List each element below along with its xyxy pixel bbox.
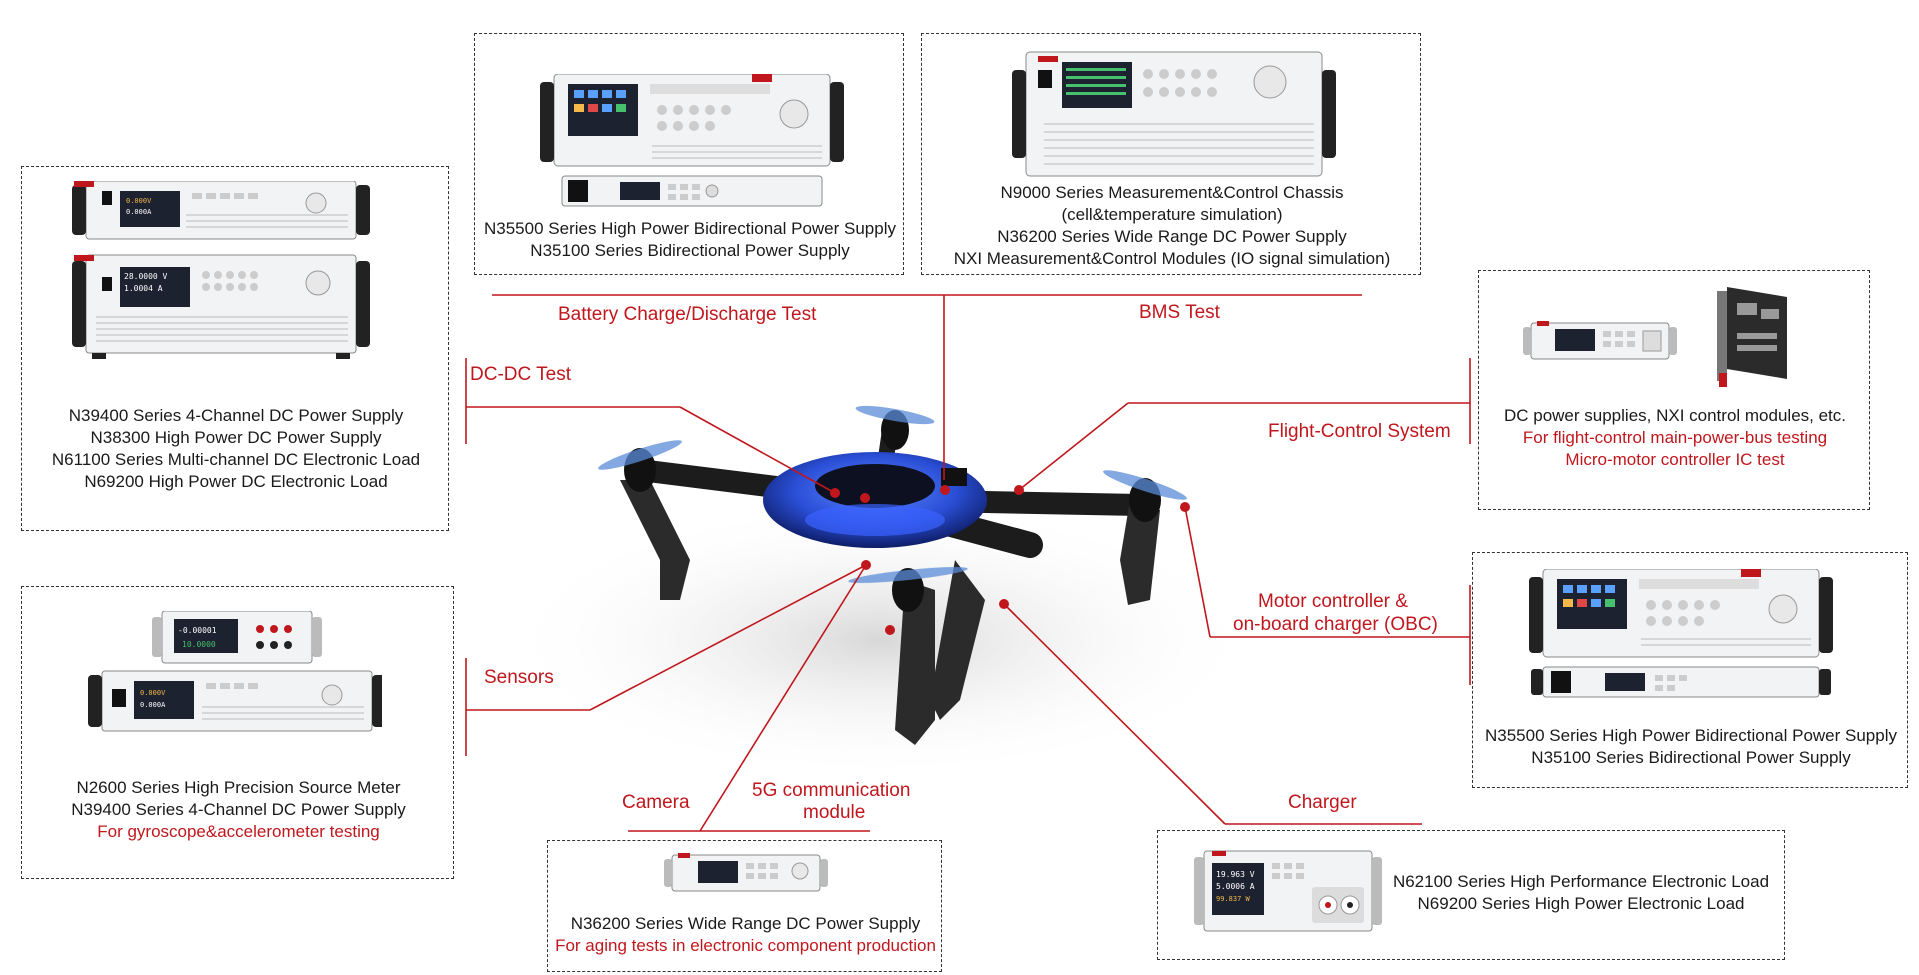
product-note: Micro-motor controller IC test [1565, 450, 1785, 469]
label-5g-module-2: module [803, 802, 866, 823]
product-line: N69200 Series High Power Electronic Load [1417, 894, 1745, 913]
product-box-bms: N9000 Series Measurement&Control Chassis… [921, 33, 1421, 275]
label-obc: on-board charger (OBC) [1233, 614, 1438, 635]
label-dcdc-test: DC-DC Test [470, 364, 571, 385]
product-note: For gyroscope&accelerometer testing [97, 822, 380, 841]
power-supply-unit-icon [1523, 321, 1677, 360]
svg-text:19.963 V: 19.963 V [1216, 870, 1255, 879]
power-supply-unit-icon [1529, 569, 1833, 698]
svg-text:10.0000: 10.0000 [182, 640, 216, 649]
svg-text:1.0004 A: 1.0004 A [124, 284, 163, 293]
product-box-sensors: -0.00001 10.0000 0.000V 0.000A N2600 Ser… [21, 586, 454, 879]
power-supply-unit-icon [540, 74, 844, 207]
power-supply-unit-icon: 0.000V 0.000A 28.0000 V 1.0004 A [72, 181, 370, 359]
label-camera: Camera [622, 792, 690, 813]
product-line: N36200 Series Wide Range DC Power Supply [997, 227, 1347, 246]
product-box-dcdc: 0.000V 0.000A 28.0000 V 1.0004 A N39400 … [21, 166, 449, 531]
label-bms-test: BMS Test [1139, 302, 1220, 323]
product-line: DC power supplies, NXI control modules, … [1503, 406, 1847, 425]
product-line: N35100 Series Bidirectional Power Supply [1531, 748, 1851, 767]
product-box-charger: 19.963 V 5.0006 A 99.837 W N62100 Series… [1157, 830, 1785, 960]
product-line: N36200 Series Wide Range DC Power Supply [570, 914, 921, 933]
electronic-load-icon: 19.963 V 5.0006 A 99.837 W [1194, 850, 1382, 932]
svg-text:5.0006 A: 5.0006 A [1216, 882, 1255, 891]
product-line: N39400 Series 4-Channel DC Power Supply [71, 800, 406, 819]
svg-text:99.837 W: 99.837 W [1216, 895, 1251, 903]
product-line: (cell&temperature simulation) [1061, 205, 1283, 224]
product-line: N9000 Series Measurement&Control Chassis [1000, 183, 1344, 202]
product-line: N62100 Series High Performance Electroni… [1392, 872, 1770, 891]
label-battery-test: Battery Charge/Discharge Test [558, 304, 817, 325]
product-box-motor: N35500 Series High Power Bidirectional P… [1472, 552, 1908, 788]
label-sensors: Sensors [484, 667, 554, 688]
product-line: N61100 Series Multi-channel DC Electroni… [51, 450, 421, 469]
control-module-card-icon [1717, 287, 1787, 387]
svg-text:0.000A: 0.000A [126, 208, 152, 216]
power-supply-unit-icon [664, 853, 828, 892]
label-5g-module: 5G communication [752, 780, 911, 801]
product-line: N35100 Series Bidirectional Power Supply [530, 241, 850, 260]
product-line: NXI Measurement&Control Modules (IO sign… [953, 249, 1391, 268]
product-line: N69200 High Power DC Electronic Load [84, 472, 388, 491]
label-charger: Charger [1288, 792, 1357, 813]
svg-text:0.000V: 0.000V [140, 689, 166, 697]
svg-text:28.0000 V: 28.0000 V [124, 272, 168, 281]
product-line: N35500 Series High Power Bidirectional P… [484, 219, 896, 238]
product-note: For flight-control main-power-bus testin… [1522, 428, 1828, 447]
label-motor-controller: Motor controller & [1258, 591, 1408, 612]
product-box-flight-control: DC power supplies, NXI control modules, … [1478, 270, 1870, 510]
measurement-chassis-icon [1012, 51, 1336, 177]
product-box-bidirectional-top: N35500 Series High Power Bidirectional P… [474, 33, 904, 275]
svg-text:0.000V: 0.000V [126, 197, 152, 205]
label-flight-control: Flight-Control System [1268, 421, 1451, 442]
svg-text:-0.00001: -0.00001 [178, 626, 217, 635]
product-line: N35500 Series High Power Bidirectional P… [1485, 726, 1897, 745]
product-line: N38300 High Power DC Power Supply [90, 428, 382, 447]
product-note: For aging tests in electronic component … [555, 936, 936, 955]
product-line: N2600 Series High Precision Source Meter [76, 778, 401, 797]
svg-text:0.000A: 0.000A [140, 701, 166, 709]
product-box-comm: N36200 Series Wide Range DC Power Supply… [547, 840, 942, 972]
source-meter-icon: -0.00001 10.0000 0.000V 0.000A [88, 611, 382, 732]
product-line: N39400 Series 4-Channel DC Power Supply [68, 406, 404, 425]
